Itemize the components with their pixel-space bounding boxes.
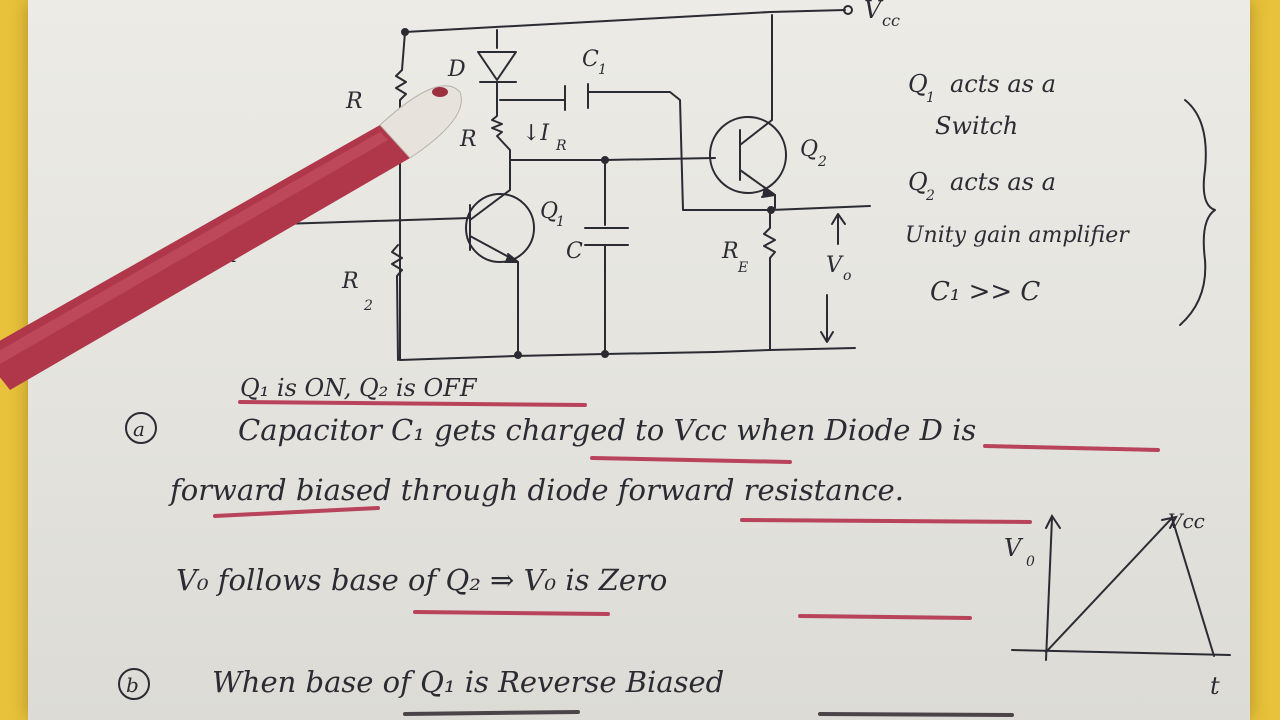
note-line4: Unity gain amplifier bbox=[905, 223, 1130, 248]
q2-label: Q bbox=[800, 137, 818, 162]
q1-label: Q bbox=[540, 199, 558, 224]
underline-status bbox=[238, 400, 587, 407]
pen-pointer bbox=[0, 85, 462, 390]
diode-d bbox=[477, 29, 517, 109]
vcc-label: V bbox=[864, 0, 884, 24]
q2-sub: 2 bbox=[817, 154, 827, 170]
graph-waveform bbox=[1045, 516, 1215, 657]
note-line2: Switch bbox=[935, 112, 1018, 140]
r-mid-label: R bbox=[459, 127, 477, 152]
note-q2-sub: 2 bbox=[925, 188, 935, 204]
r2-sub: 2 bbox=[363, 298, 373, 314]
line-a3: V₀ follows base of Q₂ ⇒ V₀ is Zero bbox=[176, 563, 667, 597]
vcc-rail bbox=[404, 9, 846, 33]
graph-x-axis bbox=[1011, 649, 1231, 656]
resistor-re bbox=[763, 211, 776, 351]
note-line3: acts as a bbox=[950, 168, 1056, 196]
note-line5: C₁ >> C bbox=[930, 277, 1040, 307]
vcc-sub: cc bbox=[882, 11, 900, 30]
graph-y-label: V bbox=[1004, 534, 1024, 562]
vo-sub: o bbox=[843, 268, 851, 284]
underline-base bbox=[413, 610, 610, 616]
c1-label: C bbox=[582, 47, 599, 72]
c-label: C bbox=[566, 239, 583, 264]
note-q1-prefix: Q bbox=[908, 70, 928, 98]
note-line1: acts as a bbox=[950, 70, 1056, 98]
transistor-q2 bbox=[709, 116, 787, 194]
capacitor-c1 bbox=[499, 83, 771, 211]
underline-diode bbox=[983, 444, 1160, 452]
q1-sub: 1 bbox=[556, 214, 565, 230]
resistor-r-left bbox=[395, 31, 407, 361]
transistor-q1 bbox=[465, 193, 535, 263]
r2-label: R bbox=[341, 269, 359, 294]
vcc-terminal bbox=[843, 5, 853, 15]
r-left-label: R bbox=[345, 89, 363, 114]
vo-label: V bbox=[826, 253, 844, 278]
capacitor-c bbox=[584, 159, 629, 356]
notebook-page bbox=[28, 0, 1250, 720]
c1-sub: 1 bbox=[598, 62, 607, 78]
resistor-r-mid bbox=[491, 107, 511, 189]
note-q2-prefix: Q bbox=[908, 168, 928, 196]
underline-base-b bbox=[403, 710, 580, 716]
underline-charged bbox=[590, 456, 792, 464]
diode-label: D bbox=[447, 57, 466, 82]
ir-sub: R bbox=[555, 138, 567, 154]
curly-brace bbox=[1179, 99, 1216, 326]
ground-rail bbox=[399, 347, 856, 361]
marker-a: a bbox=[133, 417, 145, 441]
re-label: R bbox=[721, 239, 739, 264]
graph-y-axis bbox=[1045, 514, 1061, 661]
underline-forward bbox=[213, 506, 380, 518]
underline-vo-zero bbox=[798, 614, 972, 620]
line-a1: Capacitor C₁ gets charged to Vcc when Di… bbox=[238, 413, 976, 447]
line-b1: When base of Q₁ is Reverse Biased bbox=[212, 665, 724, 699]
underline-reverse bbox=[818, 712, 1014, 717]
line-a2: forward biased through diode forward res… bbox=[168, 473, 904, 507]
status-line: Q₁ is ON, Q₂ is OFF bbox=[240, 374, 478, 402]
underline-forward2 bbox=[740, 518, 1032, 524]
resistor-r2 bbox=[391, 244, 403, 361]
ir-label: ↓I bbox=[522, 121, 550, 146]
graph-peak-label: Vcc bbox=[1168, 509, 1205, 533]
graph-x-label: t bbox=[1210, 672, 1220, 700]
graph-y-sub: 0 bbox=[1026, 554, 1035, 570]
re-sub: E bbox=[737, 260, 748, 276]
marker-b: b bbox=[126, 673, 139, 697]
note-q1-sub: 1 bbox=[926, 90, 935, 106]
